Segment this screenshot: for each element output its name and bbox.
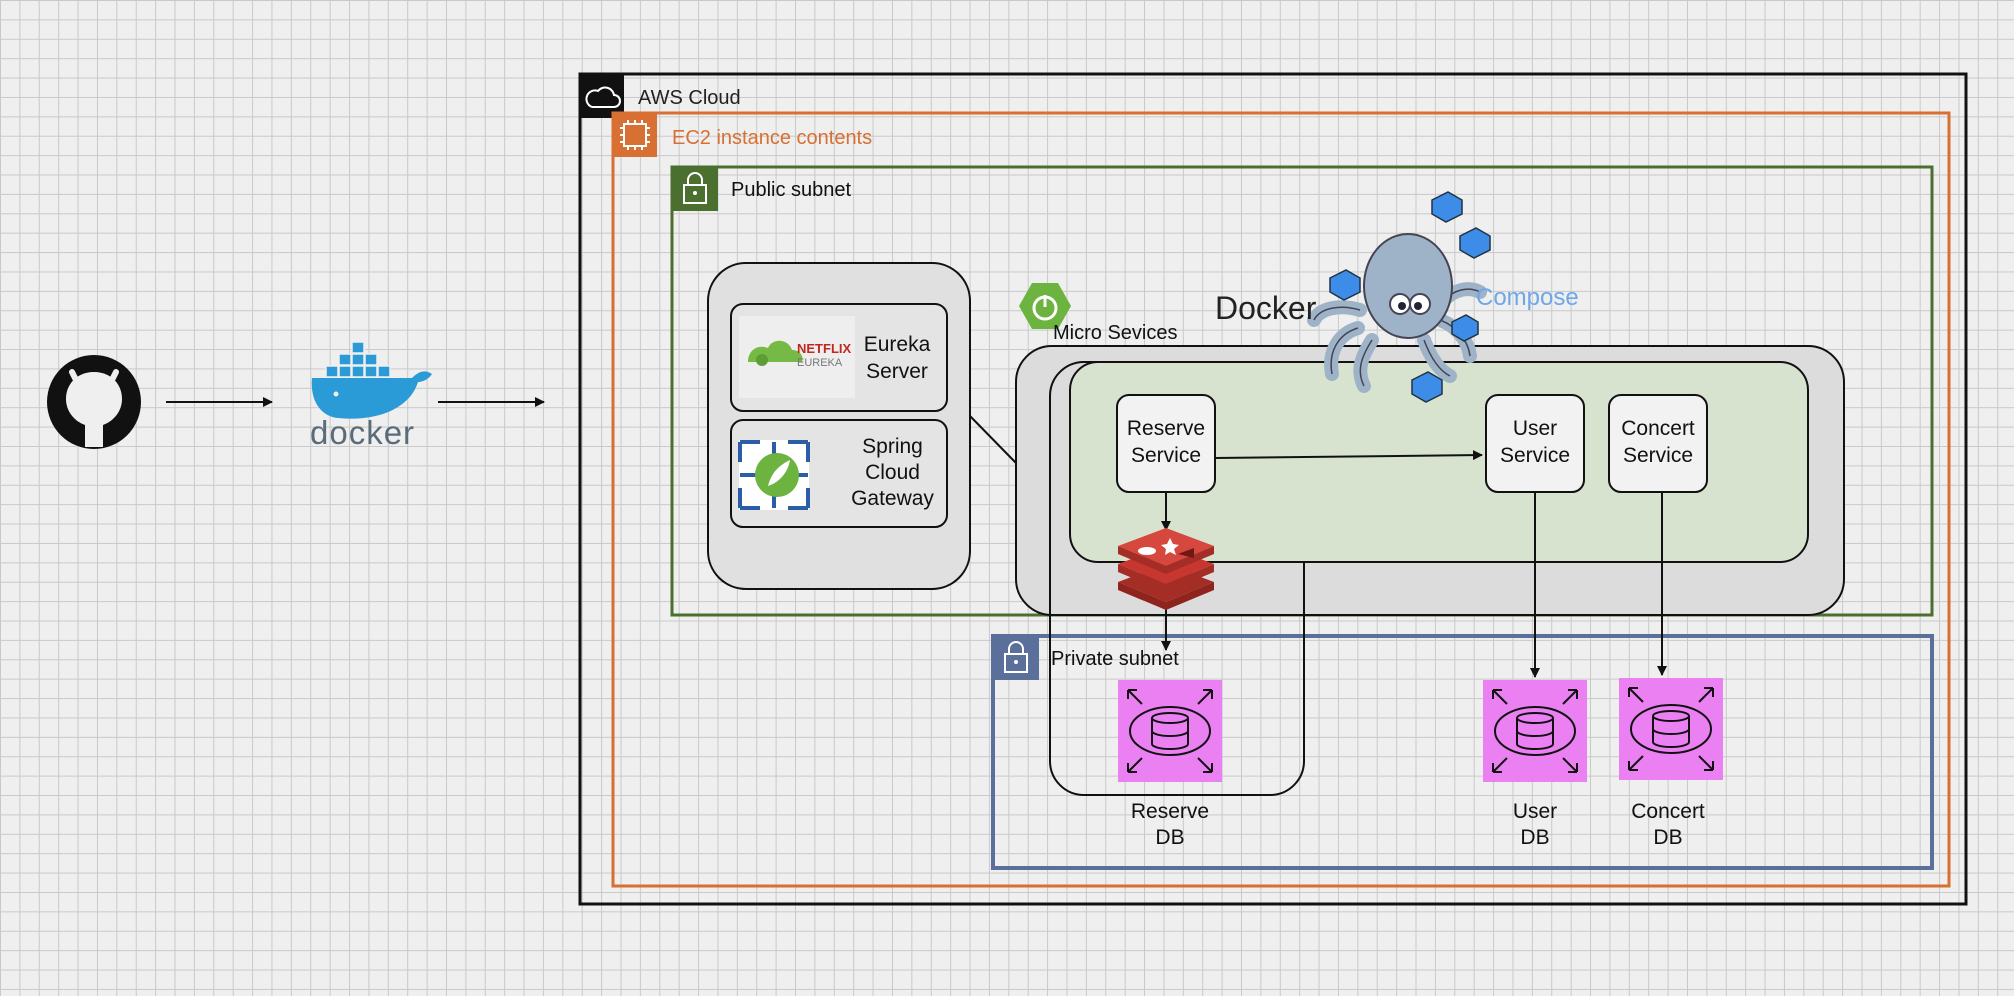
ec2-instance-group[interactable] [611,111,1951,888]
user-service-line1: User [1512,417,1558,440]
ec2-instance-label: EC2 instance contents [672,127,873,149]
docker-title: Docker [1215,290,1317,326]
github-icon [47,355,141,449]
reserve-service-line2: Service [1130,444,1202,467]
user-service-line2: Service [1499,444,1571,467]
concert-service-line2: Service [1622,444,1694,467]
public-subnet-label: Public subnet [731,179,852,201]
private-subnet-label: Private subnet [1051,648,1179,670]
concert-db-label: Concert DB [1608,799,1728,851]
user-service-label: User Service [1486,415,1584,469]
user-db-icon [1483,680,1587,782]
reserve-service-line1: Reserve [1126,417,1206,440]
reserve-db-line1: Reserve [1130,800,1210,823]
concert-service-label: Concert Service [1609,415,1707,469]
ec2-chip-icon [613,113,657,157]
public-lock-icon [672,167,718,211]
redis-icon [1118,528,1214,610]
aws-cloud-group[interactable] [578,72,1968,906]
micro-services-label: Micro Sevices [1053,322,1178,344]
concert-db-line1: Concert [1631,800,1705,823]
eureka-server-line2: Server [866,360,928,383]
reserve-db-line2: DB [1155,826,1185,849]
gateway-docker-connector [969,415,1017,464]
compose-title: Compose [1476,284,1579,311]
reserve-db-label: Reserve DB [1110,799,1230,851]
spring-cloud-gateway-logo [738,440,810,510]
user-db-label: User DB [1475,799,1595,851]
user-db-line1: User [1512,800,1558,823]
user-db-line2: DB [1520,826,1550,849]
private-lock-icon [993,636,1039,680]
concert-service-line1: Concert [1621,417,1695,440]
netflix-eureka-logo [739,316,855,398]
docker-logo-text: docker [310,414,416,451]
docker-compose-octopus-icon [1307,191,1491,403]
concert-service-box[interactable] [1608,394,1708,493]
eureka-logo-text: EUREKA [797,357,843,369]
concert-db-icon [1619,678,1723,780]
aws-cloud-label: AWS Cloud [638,87,741,109]
reserve-service-label: Reserve Service [1117,415,1215,469]
gateway-line2: Cloud [865,461,920,484]
gateway-line1: Spring [862,435,923,458]
gateway-label: Spring Cloud Gateway [840,434,945,512]
concert-db-line2: DB [1653,826,1683,849]
eureka-server-line1: Eureka [863,333,931,356]
cloud-icon [580,74,624,118]
docker-whale-icon [311,341,432,419]
spring-boot-icon [1019,283,1071,329]
reserve-db-icon [1118,680,1222,782]
reserve-to-user-edge [1214,450,1483,461]
netflix-logo-text: NETFLIX [797,341,852,356]
eureka-server-label: Eureka Server [852,331,942,385]
private-subnet-group[interactable] [991,634,1934,870]
gateway-line3: Gateway [851,487,934,510]
